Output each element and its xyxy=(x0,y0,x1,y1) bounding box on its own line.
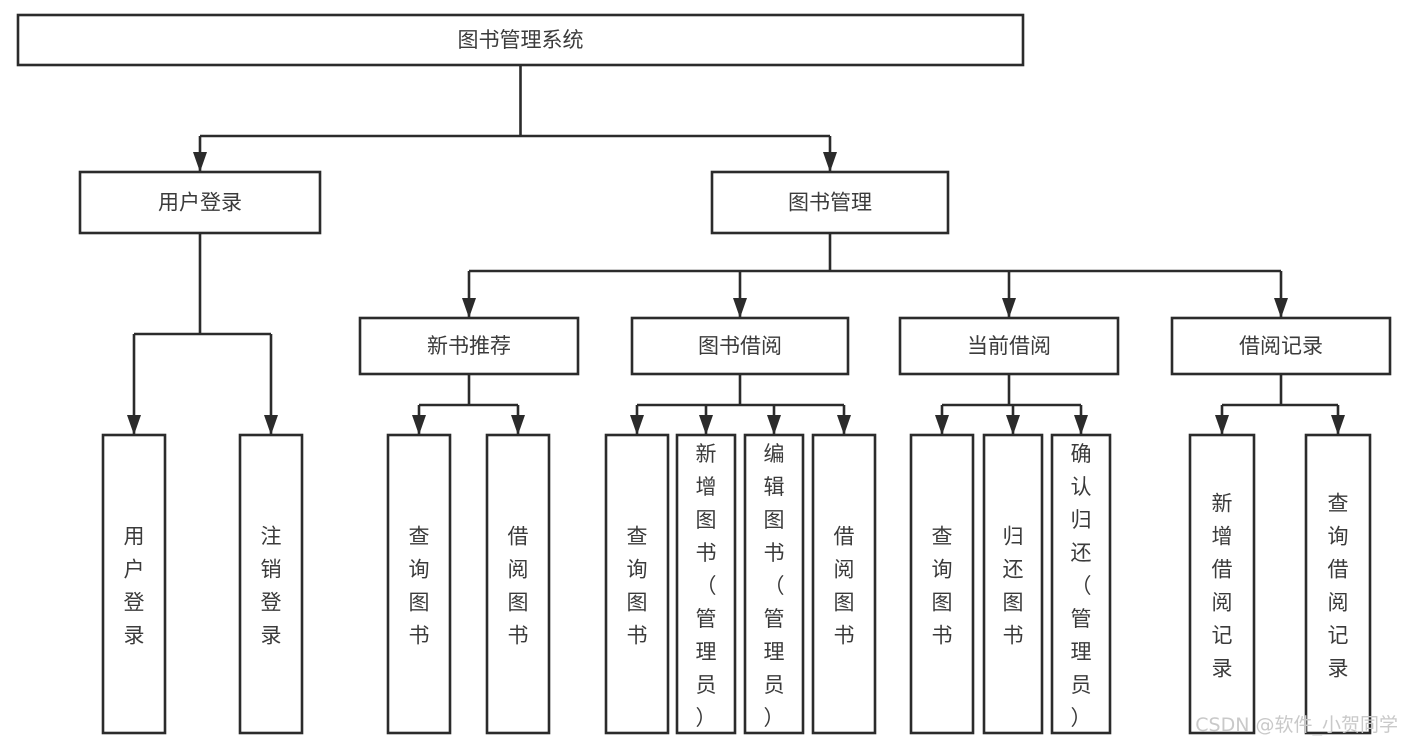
arrow-head-icon xyxy=(630,415,644,435)
node-borrow-record[interactable]: 借阅记录 xyxy=(1170,316,1392,376)
node-leaf-user-login[interactable]: 用户登录 xyxy=(101,433,167,735)
node-box xyxy=(485,433,551,735)
arrow-head-icon xyxy=(1006,415,1020,435)
node-box xyxy=(1304,433,1372,735)
node-box xyxy=(78,170,322,235)
node-user-login[interactable]: 用户登录 xyxy=(78,170,322,235)
node-label: 用户登录 xyxy=(124,525,145,648)
arrow-head-icon xyxy=(1074,415,1088,435)
arrow-head-icon xyxy=(412,415,426,435)
arrow-head-icon xyxy=(823,152,837,172)
connector-root-to-level2-trunk xyxy=(193,65,837,172)
arrow-head-icon xyxy=(1002,298,1016,318)
arrow-head-icon xyxy=(935,415,949,435)
node-box xyxy=(386,433,452,735)
node-box xyxy=(101,433,167,735)
node-book-manage[interactable]: 图书管理 xyxy=(710,170,950,235)
node-box xyxy=(16,13,1025,67)
node-label: 新增借阅记录 xyxy=(1212,492,1233,681)
node-label: 新书推荐 xyxy=(427,334,511,358)
node-label: 注销登录 xyxy=(261,525,282,648)
nodes-layer: 图书管理系统用户登录图书管理新书推荐图书借阅当前借阅借阅记录用户登录注销登录查询… xyxy=(16,13,1392,735)
node-box xyxy=(675,433,737,735)
connector-borrow-to-leaves xyxy=(630,374,851,435)
node-label: 图书管理系统 xyxy=(458,28,584,52)
node-box xyxy=(238,433,304,735)
arrow-head-icon xyxy=(264,415,278,435)
node-label: 查询图书 xyxy=(932,525,953,648)
node-leaf-user-logout[interactable]: 注销登录 xyxy=(238,433,304,735)
node-label: 编辑图书（管理员） xyxy=(764,442,785,730)
node-new-book-recommend[interactable]: 新书推荐 xyxy=(358,316,580,376)
arrow-head-icon xyxy=(1274,298,1288,318)
connector-book-manage-to-level3 xyxy=(462,233,1288,318)
node-label: 图书管理 xyxy=(788,191,872,215)
connector-record-to-leaves xyxy=(1215,374,1345,435)
node-label: 借阅图书 xyxy=(508,525,529,648)
node-leaf-confirm-return[interactable]: 确认归还（管理员） xyxy=(1050,433,1112,735)
node-leaf-query-borrow-record[interactable]: 查询借阅记录 xyxy=(1304,433,1372,735)
node-box xyxy=(358,316,580,376)
node-leaf-query-book-1[interactable]: 查询图书 xyxy=(386,433,452,735)
arrow-head-icon xyxy=(733,298,747,318)
node-leaf-query-book-3[interactable]: 查询图书 xyxy=(909,433,975,735)
connector-current-to-leaves xyxy=(935,374,1088,435)
node-book-borrow[interactable]: 图书借阅 xyxy=(630,316,850,376)
node-box xyxy=(898,316,1120,376)
node-label: 借阅记录 xyxy=(1239,334,1323,358)
node-label: 图书借阅 xyxy=(698,334,782,358)
csdn-watermark: CSDN @软件_小贺同学 xyxy=(1195,714,1398,736)
node-box xyxy=(811,433,877,735)
node-box xyxy=(604,433,670,735)
arrow-head-icon xyxy=(699,415,713,435)
connector-recommend-to-leaves xyxy=(412,374,525,435)
node-box xyxy=(630,316,850,376)
node-leaf-add-book[interactable]: 新增图书（管理员） xyxy=(675,433,737,735)
node-leaf-add-borrow-record[interactable]: 新增借阅记录 xyxy=(1188,433,1256,735)
node-box xyxy=(1188,433,1256,735)
node-leaf-query-book-2[interactable]: 查询图书 xyxy=(604,433,670,735)
node-box xyxy=(909,433,975,735)
arrow-head-icon xyxy=(1215,415,1229,435)
node-label: 查询图书 xyxy=(409,525,430,648)
node-label: 确认归还（管理员） xyxy=(1071,442,1092,730)
node-box xyxy=(982,433,1044,735)
node-leaf-edit-book[interactable]: 编辑图书（管理员） xyxy=(743,433,805,735)
connector-user-login-to-leaves xyxy=(127,233,278,435)
node-box xyxy=(1050,433,1112,735)
arrow-head-icon xyxy=(1331,415,1345,435)
arrow-head-icon xyxy=(462,298,476,318)
arrow-head-icon xyxy=(767,415,781,435)
arrow-head-icon xyxy=(837,415,851,435)
node-label: 新增图书（管理员） xyxy=(696,442,717,730)
node-label: 借阅图书 xyxy=(834,525,855,648)
node-leaf-borrow-book-1[interactable]: 借阅图书 xyxy=(485,433,551,735)
node-root[interactable]: 图书管理系统 xyxy=(16,13,1025,67)
node-label: 查询借阅记录 xyxy=(1328,492,1349,681)
arrow-head-icon xyxy=(127,415,141,435)
node-box xyxy=(743,433,805,735)
node-current-borrow[interactable]: 当前借阅 xyxy=(898,316,1120,376)
arrow-head-icon xyxy=(193,152,207,172)
node-label: 归还图书 xyxy=(1003,525,1024,648)
arrow-head-icon xyxy=(511,415,525,435)
node-leaf-borrow-book-2[interactable]: 借阅图书 xyxy=(811,433,877,735)
node-label: 用户登录 xyxy=(158,191,242,215)
node-box xyxy=(710,170,950,235)
node-box xyxy=(1170,316,1392,376)
node-label: 当前借阅 xyxy=(967,334,1051,358)
node-label: 查询图书 xyxy=(627,525,648,648)
connectors-layer xyxy=(127,65,1345,435)
node-leaf-return-book[interactable]: 归还图书 xyxy=(982,433,1044,735)
